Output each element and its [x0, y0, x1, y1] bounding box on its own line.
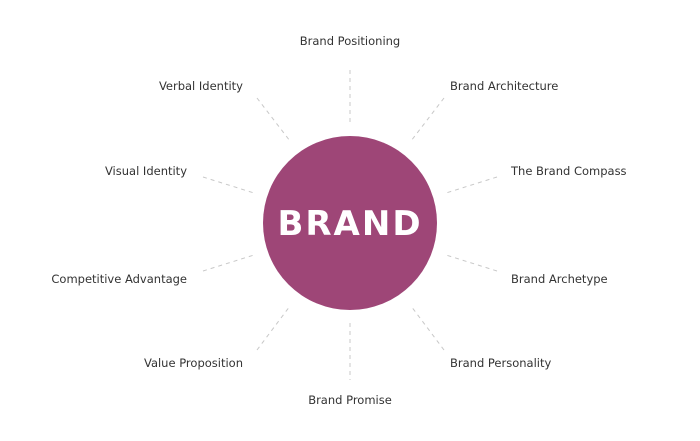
spoke-verbal-identity — [256, 97, 291, 142]
node-brand-archetype: Brand Archetype — [511, 272, 608, 286]
node-visual-identity: Visual Identity — [105, 164, 187, 178]
brand-center-circle — [263, 136, 437, 310]
node-brand-promise: Brand Promise — [308, 393, 392, 407]
spoke-value-proposition — [256, 305, 291, 351]
node-brand-personality: Brand Personality — [450, 356, 551, 370]
node-brand-positioning: Brand Positioning — [300, 34, 400, 48]
brand-center-label: BRAND — [277, 204, 422, 244]
spoke-competitive-advantage — [202, 254, 255, 272]
spokes — [202, 70, 498, 380]
node-brand-architecture: Brand Architecture — [450, 79, 558, 93]
node-labels: Brand Positioning Brand Architecture The… — [51, 34, 626, 407]
node-the-brand-compass: The Brand Compass — [510, 164, 627, 178]
node-value-proposition: Value Proposition — [144, 356, 243, 370]
spoke-brand-archetype — [445, 254, 498, 272]
spoke-brand-personality — [410, 305, 445, 351]
node-competitive-advantage: Competitive Advantage — [51, 272, 187, 286]
spoke-visual-identity — [202, 176, 255, 194]
node-verbal-identity: Verbal Identity — [159, 79, 243, 93]
spoke-the-brand-compass — [445, 176, 498, 194]
spoke-brand-architecture — [410, 97, 445, 142]
